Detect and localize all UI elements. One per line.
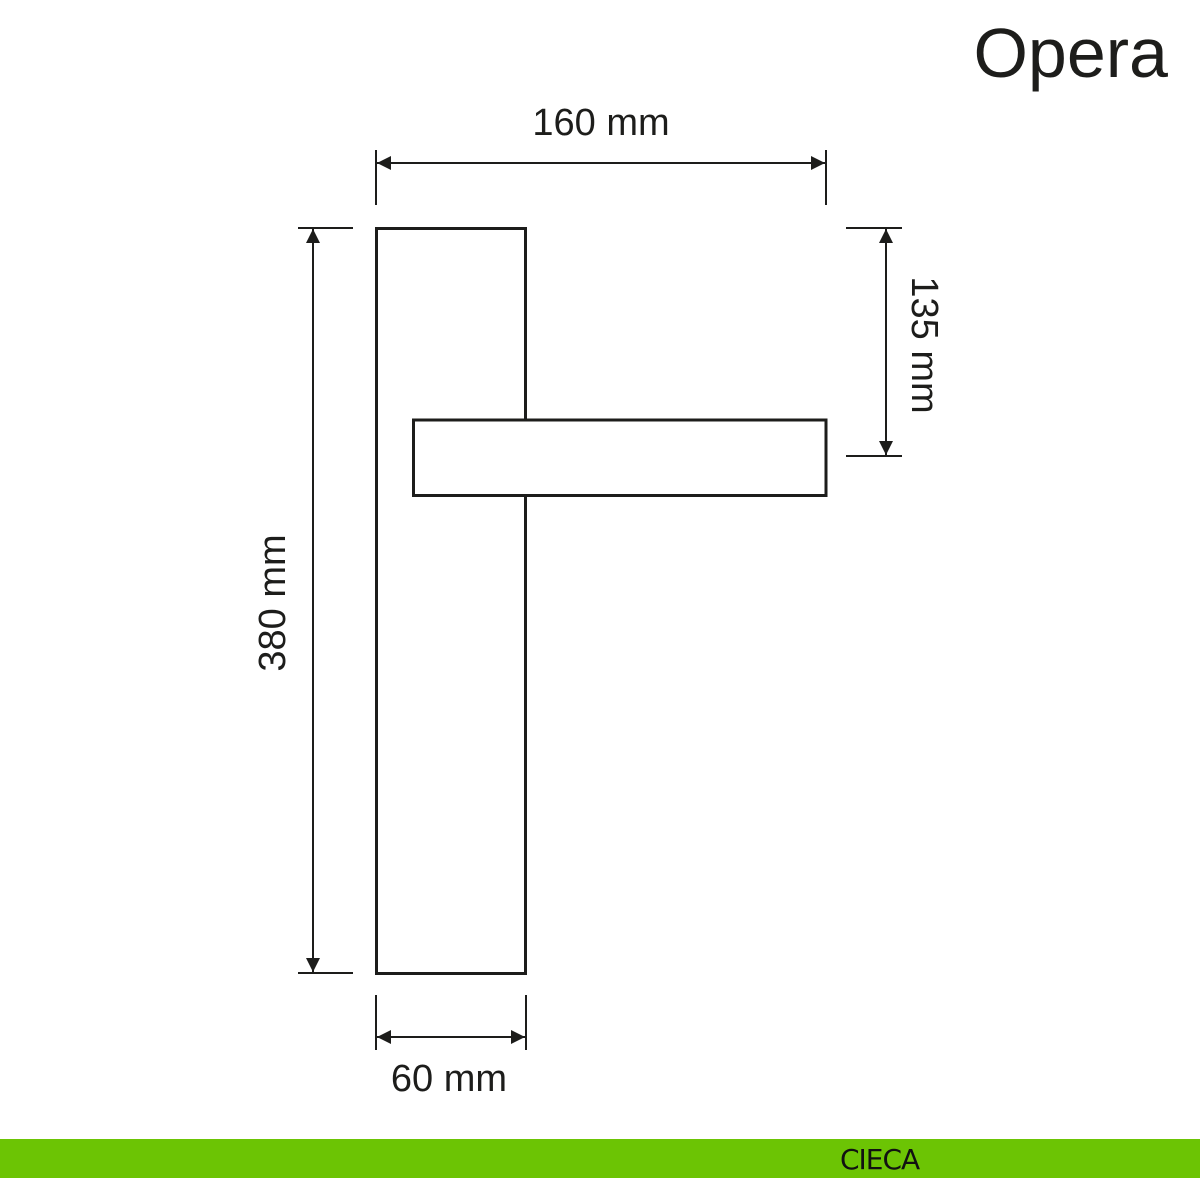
label-handle-height: 135 mm (903, 276, 945, 413)
dim-handle-height (846, 227, 902, 457)
footer-label: CIECA (840, 1143, 920, 1176)
lever (412, 418, 828, 497)
dim-plate-width (375, 995, 527, 1050)
dim-height-plate (298, 227, 353, 974)
product-title: Opera (973, 14, 1168, 92)
backplate (375, 227, 527, 975)
dim-width-total (375, 150, 827, 205)
footer-band: CIECA (0, 1139, 1200, 1178)
label-plate-width: 60 mm (391, 1058, 507, 1100)
label-height-plate: 380 mm (252, 534, 294, 671)
label-width-total: 160 mm (532, 102, 669, 144)
